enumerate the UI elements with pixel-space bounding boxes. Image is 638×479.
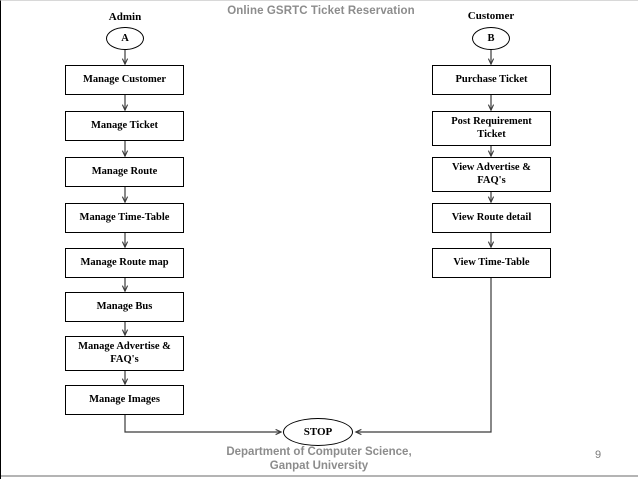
terminator-start-admin[interactable]: A [106, 27, 144, 50]
column-header-customer: Customer [467, 10, 515, 22]
terminator-start-customer[interactable]: B [472, 27, 510, 50]
column-header-admin: Admin [108, 11, 142, 23]
slide-title: Online GSRTC Ticket Reservation [227, 5, 415, 17]
process-box-manage-bus[interactable]: Manage Bus [65, 292, 184, 322]
process-box-manage-customer[interactable]: Manage Customer [65, 65, 184, 95]
footer-attribution: Department of Computer Science, Ganpat U… [184, 445, 454, 473]
terminator-stop[interactable]: STOP [283, 418, 353, 446]
connector-left-to-stop [124, 415, 281, 432]
process-box-view-time-table[interactable]: View Time-Table [432, 248, 551, 278]
process-box-manage-ticket[interactable]: Manage Ticket [65, 111, 184, 141]
process-box-manage-images[interactable]: Manage Images [65, 385, 184, 415]
process-box-manage-route[interactable]: Manage Route [65, 157, 184, 187]
process-box-manage-advertise-faqs[interactable]: Manage Advertise & FAQ's [65, 336, 184, 371]
page-number: 9 [594, 449, 602, 461]
process-box-purchase-ticket[interactable]: Purchase Ticket [432, 65, 551, 95]
connector-right-to-stop [356, 278, 492, 432]
footer-line-1: Department of Computer Science, [226, 446, 412, 458]
footer-line-2: Ganpat University [269, 460, 369, 472]
process-box-post-requirement-ticket[interactable]: Post Requirement Ticket [432, 111, 551, 146]
bottom-divider [1, 475, 638, 477]
